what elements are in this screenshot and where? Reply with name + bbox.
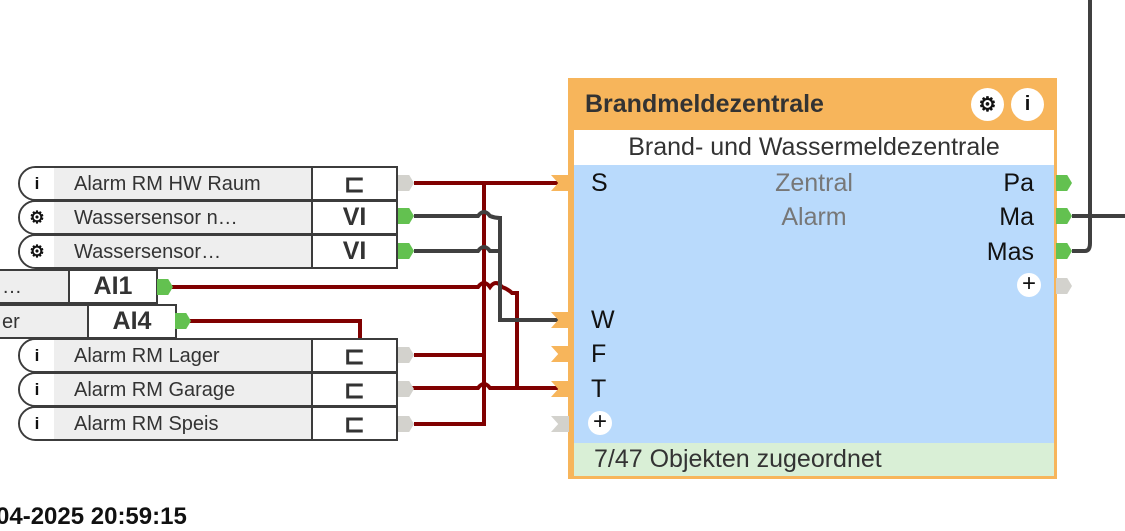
block-status: 7/47 Objekten zugeordnet xyxy=(574,443,1054,476)
code-badge: AI1 xyxy=(68,269,158,304)
binary-object-icon: ⊏ xyxy=(311,372,398,407)
gear-icon[interactable]: ⚙ xyxy=(20,202,54,233)
input-row-alarm-rm-hw-raum[interactable]: i Alarm RM HW Raum xyxy=(18,166,313,201)
output-port[interactable] xyxy=(398,243,414,259)
wire-vi1-to-w xyxy=(414,210,560,322)
input-row-alarm-rm-lager[interactable]: i Alarm RM Lager xyxy=(18,338,313,373)
binary-object-icon: ⊏ xyxy=(311,166,398,201)
output-port-ma[interactable] xyxy=(1056,208,1072,224)
input-label: Alarm RM Speis xyxy=(74,413,219,435)
binary-object-icon: ⊏ xyxy=(311,406,398,441)
gear-icon[interactable]: ⚙ xyxy=(971,88,1004,121)
center-label-1: Zentral xyxy=(775,169,853,197)
output-port[interactable] xyxy=(157,279,173,295)
output-pin-mas[interactable]: Mas xyxy=(986,238,1034,266)
input-pin-f[interactable]: F xyxy=(591,340,607,368)
block-subtitle: Brand- und Wassermeldezentrale xyxy=(574,130,1054,165)
output-port[interactable] xyxy=(398,175,414,191)
code-badge: VI xyxy=(311,200,398,235)
output-port-mas[interactable] xyxy=(1056,243,1072,259)
code-badge: AI4 xyxy=(87,304,177,339)
input-label: Wassersensor n… xyxy=(74,207,238,229)
output-port[interactable] xyxy=(398,347,414,363)
input-row-ai1[interactable]: … xyxy=(0,269,70,304)
wire-outputs xyxy=(1072,0,1125,253)
input-port-t[interactable] xyxy=(551,381,569,397)
input-port-w[interactable] xyxy=(551,312,569,328)
input-label: Alarm RM HW Raum xyxy=(74,173,261,195)
output-port[interactable] xyxy=(398,381,414,397)
gear-icon[interactable]: ⚙ xyxy=(20,236,54,267)
output-port-add[interactable] xyxy=(1056,278,1072,294)
info-icon[interactable]: i xyxy=(20,408,54,439)
output-port[interactable] xyxy=(175,313,191,329)
function-block-brandmeldezentrale[interactable]: Brandmeldezentrale ⚙ i Brand- und Wasser… xyxy=(568,78,1057,479)
block-body: S W F T + Zentral Alarm Pa Ma Mas + xyxy=(574,165,1054,443)
center-label-2: Alarm xyxy=(781,203,847,231)
input-label: Alarm RM Garage xyxy=(74,379,236,401)
input-label: Wassersensor… xyxy=(74,241,222,263)
input-label: Alarm RM Lager xyxy=(74,345,220,367)
code-badge: VI xyxy=(311,234,398,269)
info-icon[interactable]: i xyxy=(1011,88,1044,121)
input-row-alarm-rm-garage[interactable]: i Alarm RM Garage xyxy=(18,372,313,407)
output-pin-pa[interactable]: Pa xyxy=(1003,169,1034,197)
input-port-s[interactable] xyxy=(551,175,569,191)
info-icon[interactable]: i xyxy=(20,340,54,371)
input-row-wassersensor-1[interactable]: ⚙ Wassersensor n… xyxy=(18,200,313,235)
input-row-alarm-rm-speis[interactable]: i Alarm RM Speis xyxy=(18,406,313,441)
timestamp: 04-2025 20:59:15 xyxy=(0,503,187,530)
wire-vi2-to-w xyxy=(414,245,500,253)
input-row-wassersensor-2[interactable]: ⚙ Wassersensor… xyxy=(18,234,313,269)
output-port[interactable] xyxy=(398,208,414,224)
input-pin-s[interactable]: S xyxy=(591,169,608,197)
wire-bus xyxy=(414,183,486,426)
output-port[interactable] xyxy=(398,416,414,432)
output-port-pa[interactable] xyxy=(1056,175,1072,191)
info-icon[interactable]: i xyxy=(20,168,54,199)
add-output-button[interactable]: + xyxy=(1017,272,1041,297)
input-pin-t[interactable]: T xyxy=(591,375,607,403)
input-row-ai4[interactable]: er xyxy=(0,304,89,339)
binary-object-icon: ⊏ xyxy=(311,338,398,373)
info-icon[interactable]: i xyxy=(20,374,54,405)
input-port-f[interactable] xyxy=(551,346,569,362)
wire-ai1-to-t xyxy=(172,281,560,390)
add-input-button[interactable]: + xyxy=(588,410,612,435)
block-title: Brandmeldezentrale xyxy=(585,90,824,118)
input-port-add[interactable] xyxy=(551,416,569,432)
input-pin-w[interactable]: W xyxy=(591,306,615,334)
output-pin-ma[interactable]: Ma xyxy=(999,203,1034,231)
